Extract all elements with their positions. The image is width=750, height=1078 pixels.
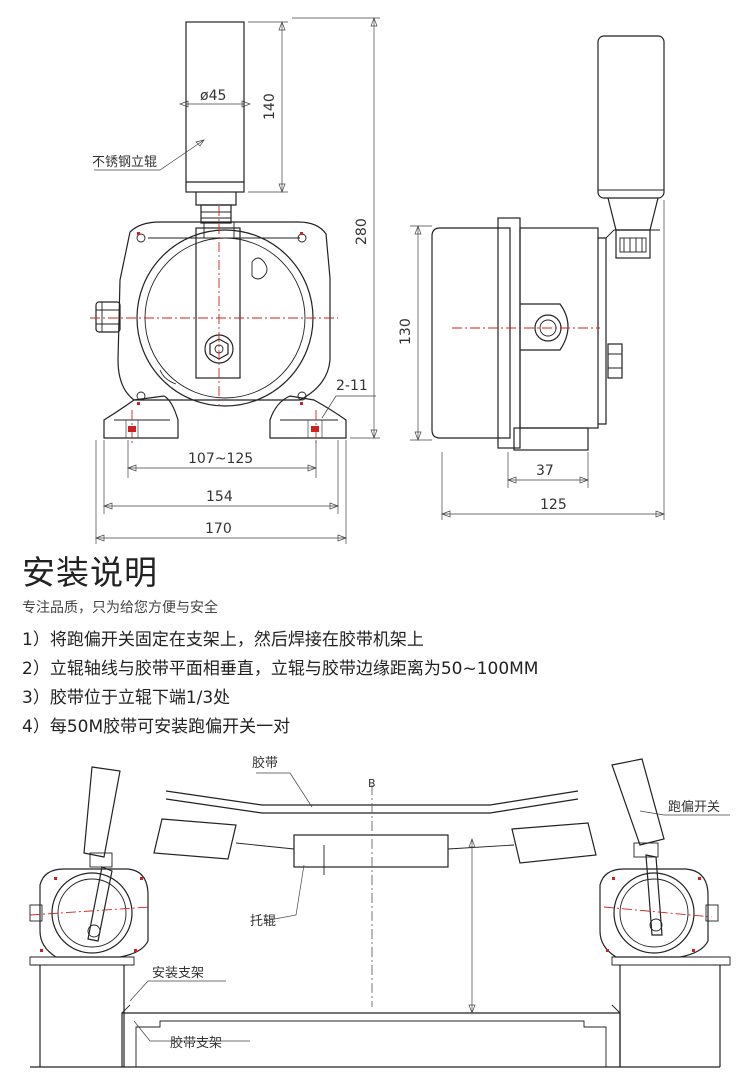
- dim-height-130: 130: [398, 318, 414, 345]
- right-deviation-switch: [599, 758, 719, 958]
- left-deviation-switch: [29, 766, 151, 958]
- step-item: 4）每50M胶带可安装跑偏开关一对: [22, 717, 291, 737]
- dim-width-170: 170: [205, 521, 232, 537]
- label-idler: 托辊: [250, 914, 276, 929]
- dim-diameter-45: ø45: [200, 88, 226, 104]
- dim-height-140: 140: [262, 93, 278, 120]
- side-view: 130 37 125: [398, 35, 665, 520]
- label-belt-frame: 胶带支架: [170, 1035, 222, 1051]
- technical-drawing-top: 2-11 ø45 不锈钢立辊 140 280 107~125 154 170: [90, 17, 665, 544]
- label-deviation-switch: 跑偏开关: [668, 800, 720, 815]
- belt-frame: [30, 1004, 720, 1068]
- installation-diagram: B 胶带 跑偏开关 托辊 安装支架 胶带支架: [29, 755, 731, 1068]
- label-belt: 胶带: [252, 755, 278, 771]
- dim-width-154: 154: [206, 489, 233, 505]
- step-item: 1）将跑偏开关固定在支架上，然后焊接在胶带机架上: [22, 630, 424, 650]
- step-list: 1）将跑偏开关固定在支架上，然后焊接在胶带机架上 2）立辊轴线与胶带平面相垂直，…: [22, 626, 732, 742]
- front-view: 2-11 ø45 不锈钢立辊 140 280 107~125 154 170: [90, 17, 380, 544]
- section-subtitle: 专注品质，只为给您方便与安全: [22, 600, 218, 616]
- label-stainless-roller: 不锈钢立辊: [92, 155, 157, 170]
- dim-width-37: 37: [536, 463, 554, 479]
- step-item: 3）胶带位于立辊下端1/3处: [22, 688, 231, 708]
- label-b: B: [368, 777, 376, 790]
- dim-width-125: 125: [540, 497, 567, 513]
- installation-instructions: 安装说明 专注品质，只为给您方便与安全 1）将跑偏开关固定在支架上，然后焊接在胶…: [22, 550, 732, 742]
- dim-width-107-125: 107~125: [188, 451, 253, 467]
- dim-height-280: 280: [354, 218, 370, 245]
- section-title: 安装说明: [22, 553, 158, 592]
- step-item: 2）立辊轴线与胶带平面相垂直，立辊与胶带边缘距离为50~100MM: [22, 659, 539, 679]
- label-mounting-bracket: 安装支架: [152, 966, 204, 981]
- dim-holes: 2-11: [336, 378, 368, 394]
